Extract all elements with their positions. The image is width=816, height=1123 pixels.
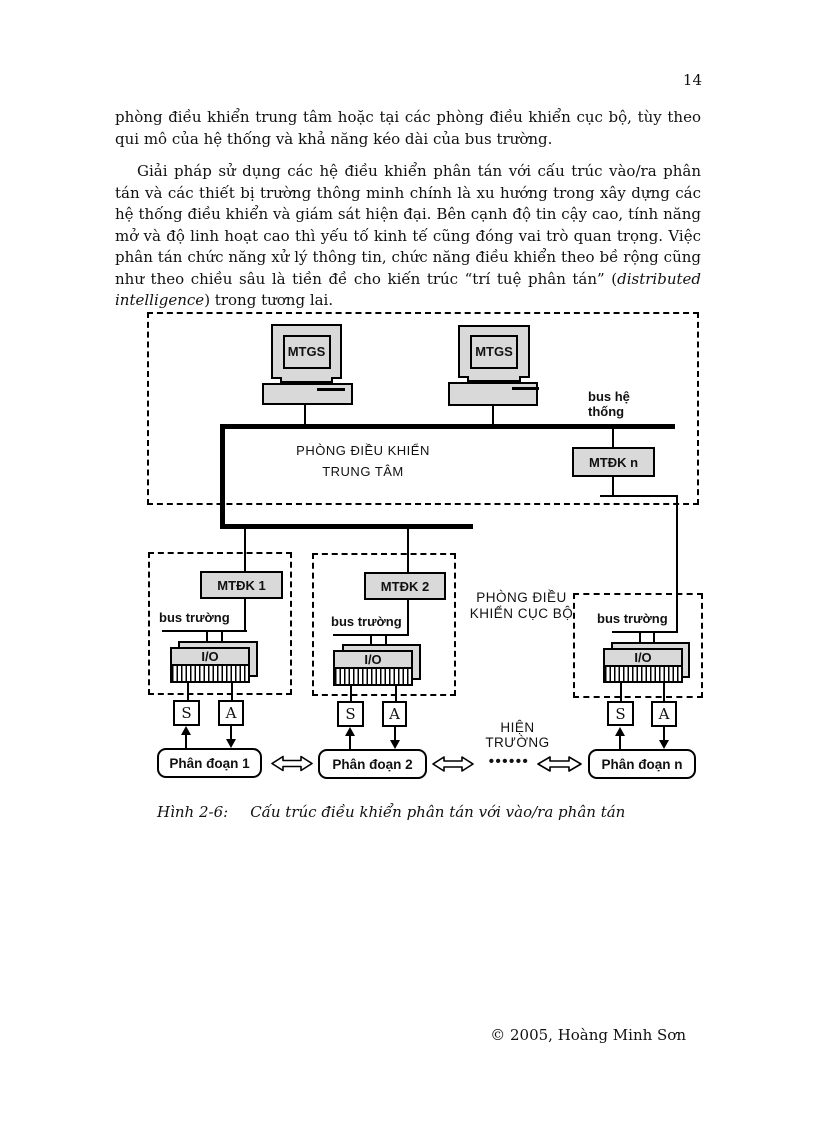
central-room-label: PHÒNG ĐIỀU KHIỂN TRUNG TÂM — [296, 443, 430, 479]
connector-line — [612, 429, 614, 447]
paragraph-2-italic-term: distributed intelligence — [115, 269, 701, 310]
connector-line — [612, 477, 614, 497]
controller-mtdk-n: MTĐK n — [572, 447, 655, 477]
controller-mtdk-1: MTĐK 1 — [200, 571, 283, 599]
double-arrow-icon — [271, 755, 313, 772]
connector-line — [244, 529, 246, 571]
figure-caption-label: Hình 2-6: — [157, 803, 229, 821]
local-control-room-box-1 — [148, 552, 292, 695]
connector-line — [395, 686, 397, 701]
sensor-box: S — [337, 701, 364, 727]
field-area-label: HIỆN TRƯỜNG — [485, 720, 550, 750]
fieldbus-label: bus trường — [159, 610, 230, 625]
arrow-down-line — [230, 726, 232, 740]
page-number: 14 — [682, 71, 702, 89]
actuator-box: A — [218, 700, 244, 726]
fieldbus-line — [162, 630, 247, 632]
connector-line — [385, 636, 387, 650]
sensor-box: S — [607, 701, 634, 726]
fieldbus-label: bus trường — [597, 611, 668, 626]
terminal-block — [605, 667, 681, 681]
arrow-down-icon — [226, 739, 236, 748]
connector-line — [653, 633, 655, 648]
secondary-bus-line — [220, 524, 473, 529]
io-label: I/O — [605, 650, 681, 667]
bus-riser-line — [220, 424, 225, 529]
connector-line — [187, 683, 189, 700]
connector-line — [639, 633, 641, 648]
connector-line — [244, 599, 246, 632]
paragraph-2: Giải pháp sử dụng các hệ điều khiển phân… — [115, 161, 701, 312]
computer-base — [448, 382, 538, 406]
disk-slot — [512, 387, 539, 390]
figure-caption: Hình 2-6: Cấu trúc điều khiển phân tán vớ… — [157, 803, 625, 821]
segment-box-n: Phân đoạn n — [588, 749, 696, 779]
arrow-down-line — [663, 727, 665, 741]
arrow-up-line — [619, 734, 621, 749]
paragraph-2-text: Giải pháp sử dụng các hệ điều khiển phân… — [115, 162, 701, 288]
arrow-down-line — [394, 727, 396, 741]
connector-line — [206, 632, 208, 645]
system-bus-line — [220, 424, 675, 429]
paragraph-1: phòng điều khiển trung tâm hoặc tại các … — [115, 108, 701, 148]
ellipsis-dots: •••••• — [488, 753, 530, 770]
sensor-box: S — [173, 700, 200, 726]
workstation-icon: MTGS — [458, 325, 530, 378]
monitor-stand — [280, 377, 333, 383]
arrow-up-icon — [181, 726, 191, 735]
workstation-icon: MTGS — [271, 324, 342, 379]
connector-line — [676, 495, 678, 633]
connector-line — [407, 600, 409, 636]
segment-box-1: Phân đoạn 1 — [157, 748, 262, 778]
io-label: I/O — [335, 652, 411, 669]
local-control-room-box-2 — [312, 553, 456, 696]
fieldbus-label: bus trường — [331, 614, 402, 629]
io-module: I/O — [170, 647, 250, 683]
local-control-room-box-n — [573, 593, 703, 698]
copyright-footer: © 2005, Hoàng Minh Sơn — [490, 1026, 686, 1044]
io-label: I/O — [172, 649, 248, 666]
arrow-down-icon — [390, 740, 400, 749]
arrow-up-line — [349, 734, 351, 749]
system-bus-label: bus hệ thống — [588, 389, 630, 419]
io-module: I/O — [333, 650, 413, 686]
disk-slot — [317, 388, 345, 391]
monitor-screen: MTGS — [470, 334, 518, 369]
double-arrow-icon — [432, 756, 474, 772]
segment-box-2: Phân đoạn 2 — [318, 749, 427, 779]
central-control-room-box — [147, 312, 699, 505]
connector-line — [620, 681, 622, 701]
local-room-label: PHÒNG ĐIỀU KHIỂN CỤC BỘ — [469, 590, 574, 621]
arrow-up-line — [185, 733, 187, 748]
terminal-block — [172, 666, 248, 681]
connector-line — [600, 495, 678, 497]
arrow-up-icon — [345, 727, 355, 736]
connector-line — [370, 636, 372, 650]
controller-mtdk-2: MTĐK 2 — [364, 572, 446, 600]
fieldbus-line — [333, 634, 409, 636]
io-module: I/O — [603, 648, 683, 683]
double-arrow-icon — [537, 756, 582, 772]
actuator-box: A — [382, 701, 407, 727]
connector-line — [221, 632, 223, 645]
terminal-block — [335, 669, 411, 684]
fieldbus-line — [612, 631, 678, 633]
monitor-stand — [467, 376, 521, 382]
paragraph-2-text-end: ) trong tương lai. — [204, 291, 334, 309]
arrow-down-icon — [659, 740, 669, 749]
monitor-screen: MTGS — [282, 334, 331, 369]
connector-line — [350, 686, 352, 701]
actuator-box: A — [651, 701, 677, 727]
connector-line — [231, 683, 233, 700]
computer-base — [262, 383, 353, 405]
figure-caption-text: Cấu trúc điều khiển phân tán với vào/ra … — [250, 803, 626, 821]
arrow-up-icon — [615, 727, 625, 736]
connector-line — [492, 404, 494, 424]
connector-line — [407, 529, 409, 572]
connector-line — [663, 681, 665, 701]
connector-line — [304, 405, 306, 425]
